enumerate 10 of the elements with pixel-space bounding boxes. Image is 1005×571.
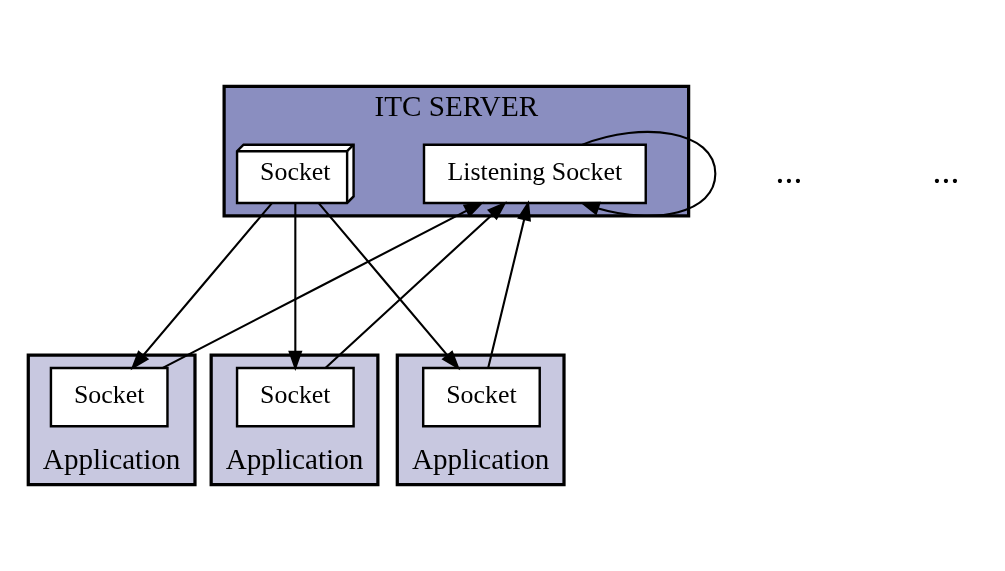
arrow (288, 203, 303, 372)
node-box: Listening Socket (422, 143, 647, 205)
node-box: Socket (235, 366, 355, 428)
arrow (324, 201, 507, 369)
label: ... (932, 150, 960, 191)
node-box: Socket (49, 366, 169, 428)
arrow (162, 201, 485, 369)
node-box: Socket (421, 366, 541, 428)
arrow (579, 131, 717, 217)
label: ... (775, 150, 803, 191)
